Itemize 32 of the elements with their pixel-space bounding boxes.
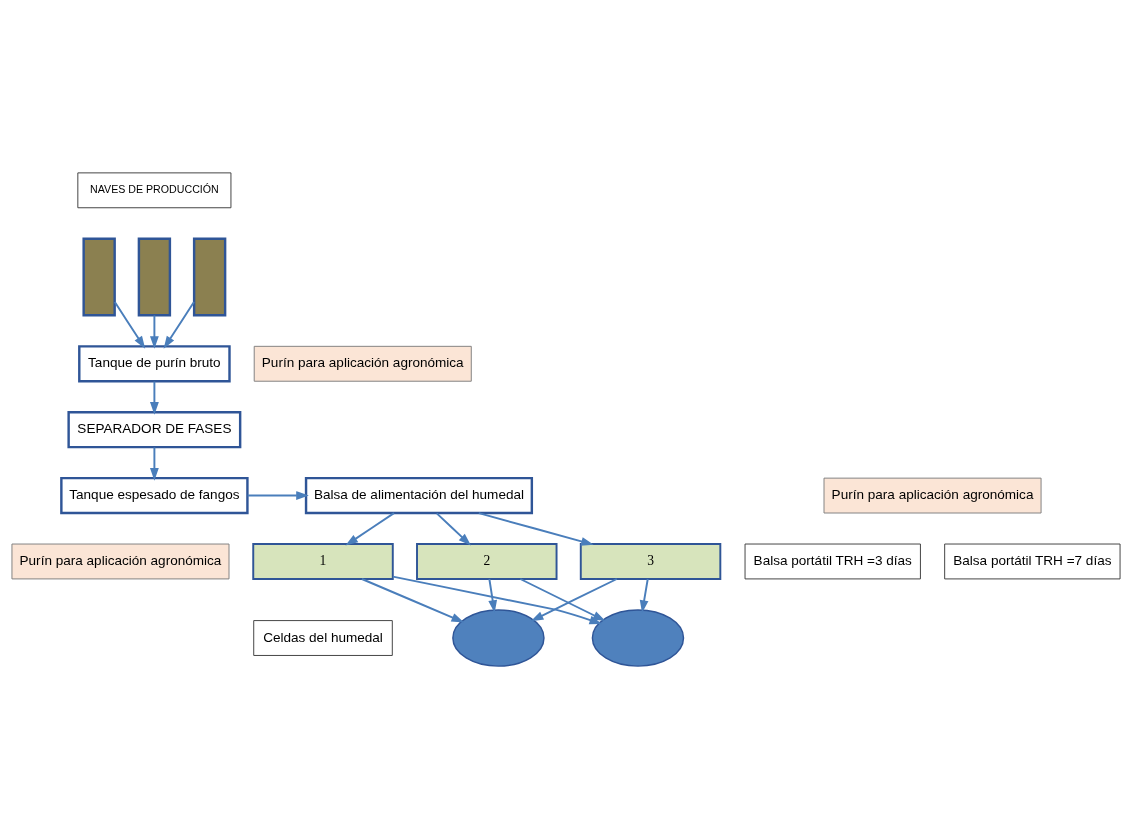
node-box: 2	[416, 543, 558, 580]
arrow	[246, 491, 309, 500]
node-box: Balsa portátil TRH =7 días	[944, 543, 1121, 580]
arrow	[163, 301, 195, 349]
arrow	[149, 446, 159, 481]
arrow	[149, 380, 159, 415]
arrow	[149, 314, 159, 349]
arrow	[488, 578, 498, 613]
node-box	[82, 237, 116, 317]
node-box: Purín para aplicación agronómica	[11, 543, 230, 580]
arrow	[345, 512, 395, 546]
node-box: Purín para aplicación agronómica	[253, 345, 472, 382]
node-box: 3	[579, 543, 722, 580]
arrow	[435, 512, 471, 546]
node-box: Purín para aplicación agronómica	[823, 477, 1042, 514]
node-box	[192, 237, 227, 317]
arrow	[530, 578, 618, 622]
arrow	[477, 512, 594, 546]
node-box	[137, 237, 172, 317]
node-box: NAVES DE PRODUCCIÓN	[77, 172, 232, 209]
node-box: SEPARADOR DE FASES	[67, 411, 242, 449]
node-box: Celdas del humedal	[253, 620, 393, 656]
arrow	[391, 575, 603, 625]
node-box: Tanque de purín bruto	[78, 345, 231, 383]
arrow	[360, 578, 465, 623]
node-box: 1	[252, 543, 394, 580]
arrow	[519, 578, 606, 622]
node-box: Tanque espesado de fangos	[60, 476, 249, 515]
arrow	[113, 301, 146, 349]
node-box: Balsa de alimentación del humedal	[304, 476, 534, 515]
node-box: Balsa portátil TRH =3 días	[744, 543, 921, 580]
arrow	[639, 578, 649, 613]
